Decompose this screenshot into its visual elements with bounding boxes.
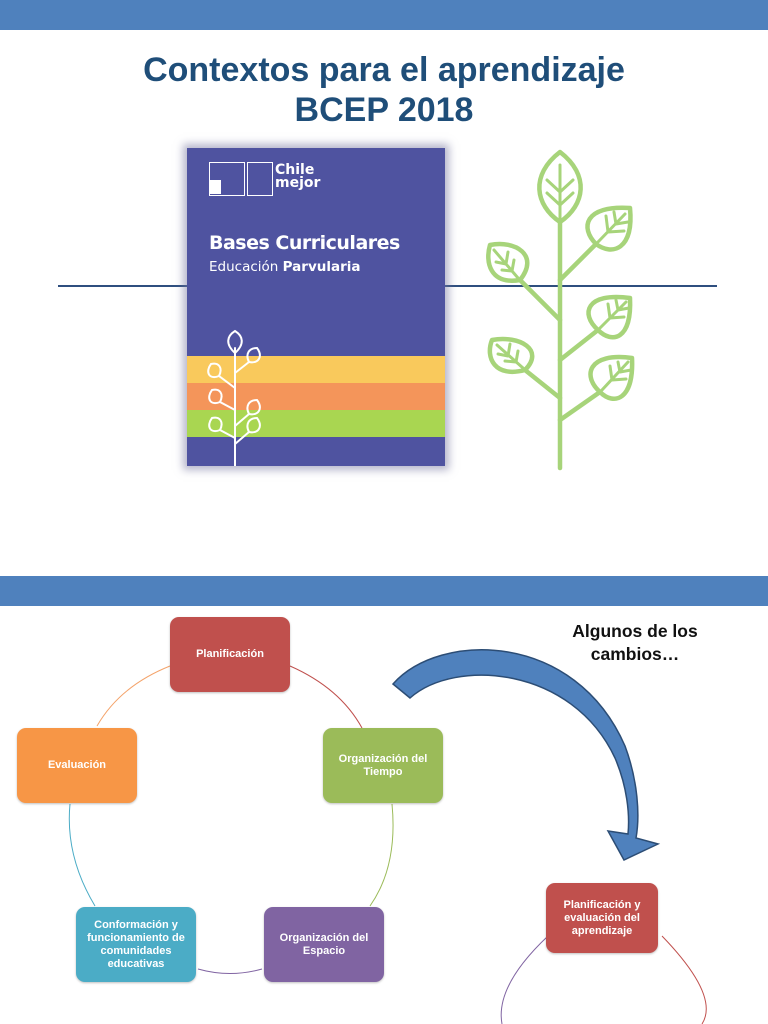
slide-title: Contextos para el aprendizaje BCEP 2018 <box>0 50 768 130</box>
node-organizacion-espacio: Organización del Espacio <box>264 907 384 982</box>
book-cover: Chile mejor Bases Curriculares Educación… <box>187 148 445 466</box>
node-planificacion: Planificación <box>170 617 290 692</box>
plant-icon <box>486 149 635 471</box>
book-sprout-icon <box>207 329 261 466</box>
node-conformacion: Conformación y funcionamiento de comunid… <box>76 907 196 982</box>
divider-line-left <box>58 285 188 287</box>
agency-logo-icon <box>247 162 273 196</box>
connector-planificacion-tiempo <box>289 665 363 729</box>
slide-cambios: Planificación Organización del Tiempo Or… <box>0 576 768 1024</box>
cycle-diagram <box>68 649 707 1024</box>
book-title: Bases Curriculares <box>209 232 400 254</box>
stripe-yellow <box>187 356 445 383</box>
slide-title-line1: Contextos para el aprendizaje <box>143 51 625 89</box>
connector-espacio-conformacion <box>197 968 263 974</box>
node-planificacion-evaluacion: Planificación y evaluación del aprendiza… <box>546 883 658 953</box>
curved-arrow-icon <box>391 649 661 861</box>
stripe-orange <box>187 383 445 410</box>
connector-new-right <box>661 935 707 1024</box>
connector-new-left <box>500 935 549 1024</box>
connector-evaluacion-planificacion <box>96 665 171 727</box>
connector-tiempo-espacio <box>369 803 394 907</box>
slide-contextos: Contextos para el aprendizaje BCEP 2018 … <box>0 0 768 471</box>
slide-header-bar <box>0 0 768 30</box>
connector-conformacion-evaluacion <box>68 803 96 907</box>
ministry-logo-icon <box>209 162 245 196</box>
stripe-green <box>187 410 445 437</box>
slide-title-line2: BCEP 2018 <box>294 91 474 129</box>
book-subtitle: Educación Parvularia <box>209 259 361 275</box>
divider-line-right <box>440 285 717 287</box>
slide-gap <box>0 560 768 576</box>
brand-logo: Chile mejor <box>275 162 321 191</box>
node-organizacion-tiempo: Organización del Tiempo <box>323 728 443 803</box>
slide-header-bar <box>0 576 768 606</box>
node-evaluacion: Evaluación <box>17 728 137 803</box>
changes-label: Algunos de los cambios… <box>572 621 698 664</box>
